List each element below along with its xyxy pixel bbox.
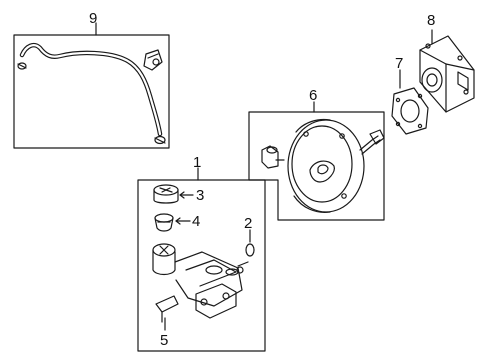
- callout-4: 4: [192, 213, 200, 230]
- brake-booster: [287, 118, 385, 213]
- reservoir-cap: [153, 184, 179, 204]
- master-cylinder: [152, 243, 249, 319]
- vacuum-hose: [19, 42, 163, 137]
- master-cylinder-group: [137, 167, 266, 352]
- reservoir-strainer: [154, 213, 174, 232]
- callout-8: 8: [427, 12, 435, 29]
- booster-spacer: [419, 29, 475, 113]
- arrowhead-4: [175, 217, 181, 225]
- brake-booster-group: [248, 101, 385, 221]
- check-valve-connector: [143, 49, 163, 71]
- callout-7: 7: [395, 55, 403, 72]
- hose-clamp-bottom: [154, 135, 166, 145]
- hose-clamp-left: [17, 62, 27, 70]
- booster-gasket: [391, 69, 429, 135]
- master-cylinder-frame: [137, 179, 266, 352]
- reservoir-pin: [155, 295, 179, 323]
- callout-5: 5: [160, 332, 168, 349]
- callout-6: 6: [309, 87, 317, 104]
- callout-9: 9: [89, 10, 97, 27]
- o-ring: [245, 243, 255, 257]
- callout-1: 1: [193, 154, 201, 171]
- arrowhead-3: [179, 191, 185, 199]
- callouts: 9 8 7 6 1 3 2 4 5: [89, 10, 435, 349]
- callout-2: 2: [244, 215, 252, 232]
- vacuum-check-fitting: [261, 145, 285, 169]
- hose-group-frame: [13, 34, 170, 149]
- callout-3: 3: [196, 187, 204, 204]
- hose-group: [13, 22, 170, 149]
